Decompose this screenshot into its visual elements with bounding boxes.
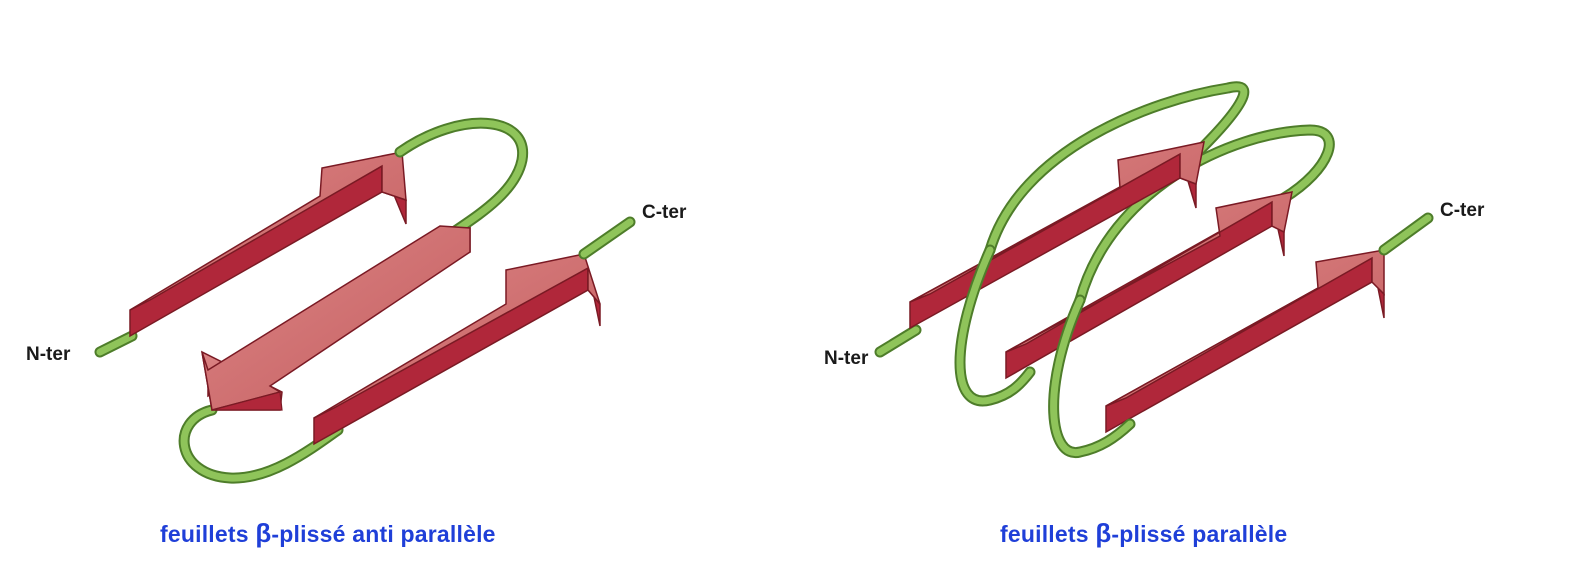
strand-1-arrow (909, 141, 1205, 330)
parallel-caption: feuillets β-plissé parallèle (1000, 518, 1287, 549)
antiparallel-sheet: N-ter C-ter (26, 117, 687, 484)
parallel-sheet: N-ter C-ter (824, 81, 1485, 459)
strand-3-arrow (1105, 249, 1385, 434)
caption-suffix: -plissé anti parallèle (271, 521, 496, 547)
beta-symbol: β (1095, 518, 1112, 548)
caption-suffix: -plissé parallèle (1111, 521, 1288, 547)
caption-prefix: feuillets (160, 521, 256, 547)
n-terminus-label: N-ter (26, 344, 71, 365)
strand-3-arrow (313, 253, 601, 446)
n-terminus-label: N-ter (824, 348, 869, 369)
antiparallel-caption: feuillets β-plissé anti parallèle (160, 518, 496, 549)
beta-symbol: β (255, 518, 272, 548)
c-terminus-label: C-ter (1440, 200, 1485, 221)
strand-1-arrow (129, 151, 407, 338)
caption-prefix: feuillets (1000, 521, 1096, 547)
strand-2-arrow (201, 225, 471, 411)
c-terminus-label: C-ter (642, 202, 687, 223)
